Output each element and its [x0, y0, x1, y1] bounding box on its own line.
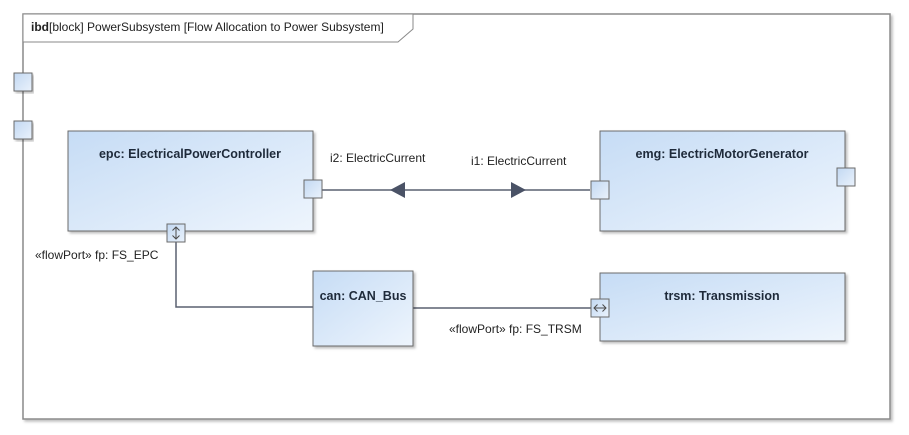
flowport-epc-label: «flowPort» fp: FS_EPC: [35, 248, 159, 262]
frame-boundary-port-2[interactable]: [13, 120, 33, 140]
frame-boundary-port-1[interactable]: [13, 72, 33, 92]
frame-keyword: ibd: [31, 20, 49, 34]
part-emg[interactable]: [599, 130, 846, 232]
part-can[interactable]: [312, 270, 414, 347]
port-epc-i2-label: i2: ElectricCurrent: [330, 151, 426, 165]
frame-title: ibd[block] PowerSubsystem [Flow Allocati…: [31, 20, 384, 34]
part-trsm-label: trsm: Transmission: [664, 289, 779, 303]
bidirectional-horizontal-arrow-icon: [593, 304, 607, 312]
port-emg-i1-label: i1: ElectricCurrent: [471, 154, 567, 168]
frame-title-tab: [22, 13, 414, 43]
port-emg-i1[interactable]: [590, 180, 610, 200]
port-epc-i2[interactable]: [303, 179, 323, 199]
part-trsm[interactable]: [599, 272, 846, 342]
part-epc-label: epc: ElectricalPowerController: [99, 147, 281, 161]
frame-title-text: [block] PowerSubsystem [Flow Allocation …: [49, 20, 384, 34]
flowport-trsm-label: «flowPort» fp: FS_TRSM: [449, 322, 582, 336]
connector-epc-can[interactable]: [175, 242, 313, 308]
flowport-epc[interactable]: [166, 223, 186, 243]
connector-arrow-right: [511, 182, 526, 198]
part-emg-label: emg: ElectricMotorGenerator: [636, 147, 809, 161]
connector-arrow-left: [390, 182, 405, 198]
port-emg-right[interactable]: [836, 167, 856, 187]
flowport-trsm[interactable]: [590, 298, 610, 318]
bidirectional-vertical-arrow-icon: [172, 226, 180, 240]
part-epc[interactable]: [67, 130, 314, 232]
part-can-label: can: CAN_Bus: [320, 289, 407, 303]
